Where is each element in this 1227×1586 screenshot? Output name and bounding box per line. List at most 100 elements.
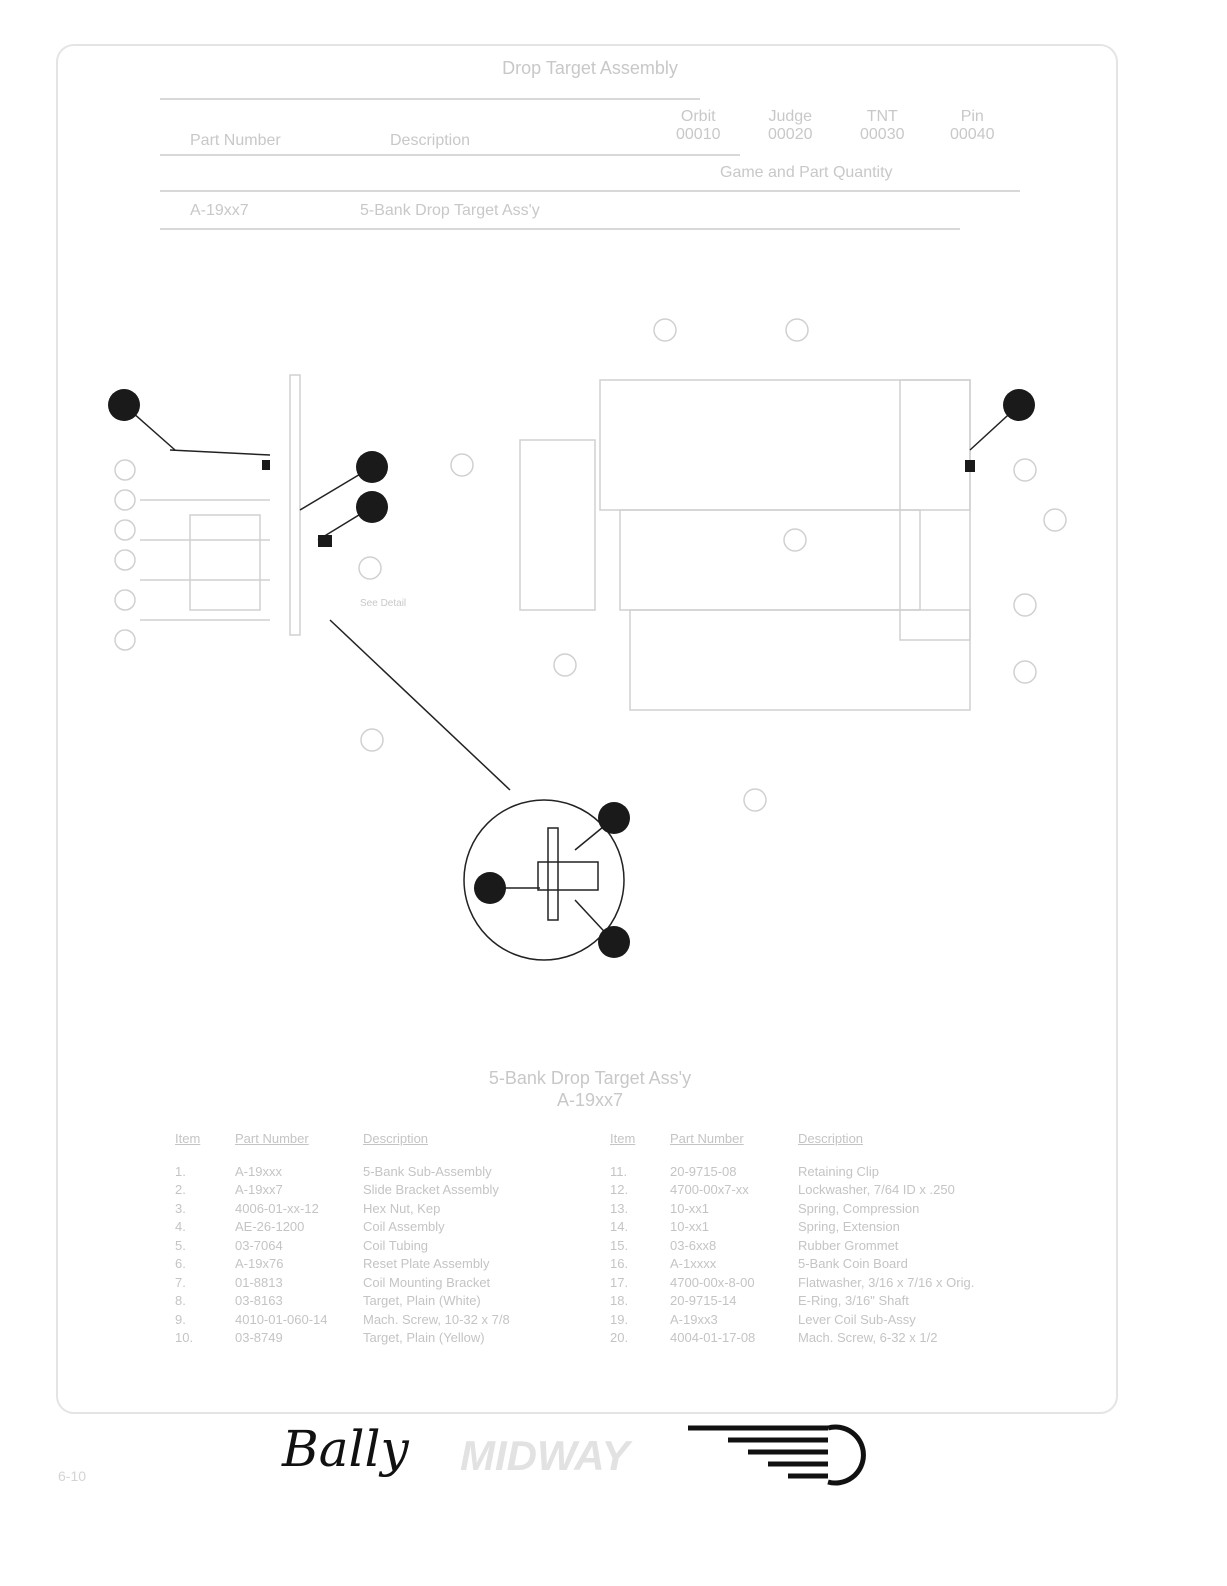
- parts-desc: Target, Plain (Yellow): [363, 1330, 485, 1345]
- parts-item: 2.: [175, 1182, 186, 1197]
- parts-part: 10-xx1: [670, 1200, 710, 1216]
- parts-row: 9. 4010-01-060-14 Mach. Screw, 10-32 x 7/8: [175, 1311, 510, 1330]
- parts-part: 4700-00x-8-00: [670, 1274, 755, 1290]
- assembly-title: 5-Bank Drop Target Ass'y: [488, 1068, 692, 1088]
- parts-row: 16. A-1xxxx 5-Bank Coin Board: [610, 1255, 974, 1274]
- parts-row: 17. 4700-00x-8-00 Flatwasher, 3/16 x 7/16 …: [610, 1274, 974, 1293]
- parts-item: 17.: [610, 1274, 629, 1290]
- parts-item: 3.: [175, 1200, 186, 1216]
- callout-6: [598, 802, 630, 834]
- parts-desc: Retaining Clip: [798, 1163, 879, 1179]
- parts-part: A-19xx3: [670, 1311, 718, 1327]
- exploded-diagram: [108, 318, 1067, 961]
- parts-item: 4.: [175, 1219, 186, 1234]
- parts-row: 7. 01-8813 Coil Mounting Bracket: [175, 1274, 510, 1293]
- parts-item: 10.: [175, 1330, 194, 1345]
- page-border: [56, 44, 1118, 1414]
- parts-item: 5.: [175, 1237, 186, 1253]
- callout-1: [108, 389, 140, 421]
- parts-part: A-19x76: [235, 1256, 284, 1271]
- col-description: Description: [390, 132, 471, 149]
- parts-row: 18. 20-9715-14 E-Ring, 3/16" Shaft: [610, 1292, 974, 1311]
- midway-logo: MIDWAY: [460, 1432, 630, 1479]
- callout-7: [598, 926, 630, 958]
- parts-desc: E-Ring, 3/16" Shaft: [798, 1293, 909, 1308]
- callout-5: [474, 872, 506, 904]
- parts-desc: Lockwasher, 7/64 ID x .250: [798, 1182, 955, 1197]
- parts-part: A-19xx7: [235, 1182, 283, 1197]
- parts-desc: Reset Plate Assembly: [363, 1256, 490, 1271]
- parts-row: 12. 4700-00x7-xx Lockwasher, 7/64 ID x .25…: [610, 1181, 974, 1200]
- parts-row: 19. A-19xx3 Lever Coil Sub-Assy: [610, 1311, 974, 1330]
- parts-item: 18.: [610, 1293, 629, 1308]
- parts-desc: Spring, Extension: [798, 1219, 900, 1234]
- parts-row: 3. 4006-01-xx-12 Hex Nut, Kep: [175, 1200, 510, 1219]
- parts-item: 14.: [610, 1219, 629, 1234]
- parts-row: 13. 10-xx1 Spring, Compression: [610, 1200, 974, 1219]
- parts-row: 8. 03-8163 Target, Plain (White): [175, 1292, 510, 1311]
- callout-2: [356, 451, 388, 483]
- col-game-qty: Game and Part Quantity: [720, 164, 893, 181]
- parts-row: 4. AE-26-1200 Coil Assembly: [175, 1218, 510, 1237]
- parts-part: A-19xxx: [235, 1163, 282, 1179]
- parts-part: 03-8749: [235, 1330, 283, 1345]
- parts-part: 03-8163: [235, 1293, 283, 1308]
- parts-desc: Coil Tubing: [363, 1237, 429, 1253]
- parts-desc: Lever Coil Sub-Assy: [798, 1311, 916, 1327]
- row-part-number: A-19xx7: [190, 202, 249, 219]
- parts-desc: Target, Plain (White): [363, 1293, 481, 1308]
- callout-4: [1003, 389, 1035, 421]
- row-description: 5-Bank Drop Target Ass'y: [360, 202, 540, 219]
- parts-part: 01-8813: [235, 1274, 283, 1290]
- parts-row: 6. A-19x76 Reset Plate Assembly: [175, 1255, 510, 1274]
- parts-desc: Flatwasher, 3/16 x 7/16 x Orig.: [798, 1274, 975, 1290]
- parts-desc: Coil Assembly: [363, 1219, 445, 1234]
- parts-item: 6.: [175, 1256, 186, 1271]
- parts-part: 4010-01-060-14: [235, 1311, 328, 1327]
- section-title: Drop Target Assembly: [502, 58, 678, 78]
- see-detail-label: See Detail: [360, 598, 407, 609]
- bally-logo: Bally: [282, 1420, 409, 1478]
- parts-item: 7.: [175, 1274, 186, 1290]
- parts-part: 4700-00x7-xx: [670, 1182, 749, 1197]
- midway-wing-icon: [688, 1424, 866, 1486]
- parts-desc: 5-Bank Coin Board: [798, 1256, 908, 1271]
- parts-part: A-1xxxx: [670, 1256, 717, 1271]
- parts-desc: Hex Nut, Kep: [363, 1200, 441, 1216]
- parts-item: 16.: [610, 1256, 629, 1271]
- parts-desc: Mach. Screw, 10-32 x 7/8: [363, 1311, 510, 1327]
- parts-desc: Slide Bracket Assembly: [363, 1182, 499, 1197]
- parts-desc: Mach. Screw, 6-32 x 1/2: [798, 1330, 938, 1345]
- parts-item: 20.: [610, 1330, 629, 1345]
- page-number: 6-10: [58, 1468, 87, 1484]
- parts-desc: Spring, Compression: [798, 1200, 920, 1216]
- parts-desc: Rubber Grommet: [798, 1237, 899, 1253]
- parts-item: 15.: [610, 1237, 629, 1253]
- parts-item: 9.: [175, 1311, 186, 1327]
- parts-row: 5. 03-7064 Coil Tubing: [175, 1237, 510, 1256]
- assembly-number: A-19xx7: [556, 1090, 624, 1110]
- parts-item: 8.: [175, 1293, 186, 1308]
- callout-3: [356, 491, 388, 523]
- parts-part: AE-26-1200: [235, 1219, 305, 1234]
- parts-item: 13.: [610, 1200, 629, 1216]
- parts-item: 12.: [610, 1182, 629, 1197]
- parts-desc: 5-Bank Sub-Assembly: [363, 1163, 492, 1179]
- parts-part: 20-9715-14: [670, 1293, 737, 1308]
- parts-desc: Coil Mounting Bracket: [363, 1274, 491, 1290]
- parts-part: 4006-01-xx-12: [235, 1200, 319, 1216]
- parts-part: 03-7064: [235, 1237, 283, 1253]
- parts-item: 19.: [610, 1311, 629, 1327]
- parts-item: 11.: [610, 1163, 628, 1179]
- parts-row: 10. 03-8749 Target, Plain (Yellow): [175, 1329, 510, 1348]
